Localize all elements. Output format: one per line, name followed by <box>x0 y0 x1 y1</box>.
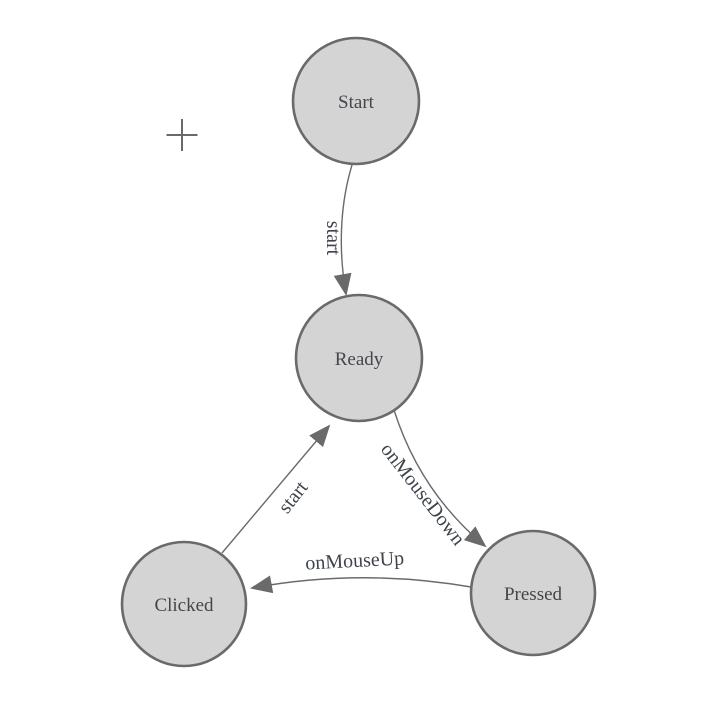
edge-ready-to-pressed[interactable] <box>393 409 487 548</box>
node-start-circle[interactable] <box>291 36 421 166</box>
node-ready-label: Ready <box>335 349 384 370</box>
edge-label-clicked-to-ready[interactable]: start <box>274 477 313 518</box>
node-pressed[interactable]: Pressed <box>469 529 597 657</box>
node-clicked[interactable]: Clicked <box>120 540 248 668</box>
node-ready-circle[interactable] <box>294 293 424 423</box>
edge-clicked-to-ready[interactable] <box>221 424 331 554</box>
node-clicked-circle[interactable] <box>120 540 248 668</box>
node-start[interactable]: Start <box>291 36 421 166</box>
node-start-label: Start <box>338 92 375 113</box>
edge-label-start-to-ready[interactable]: start <box>322 221 344 256</box>
plus-icon <box>166 119 198 151</box>
node-pressed-circle[interactable] <box>469 529 597 657</box>
edge-start-to-ready[interactable] <box>333 164 353 296</box>
edge-label-on-mouse-up[interactable]: onMouseUp <box>305 547 405 574</box>
node-pressed-label: Pressed <box>504 584 563 605</box>
edge-pressed-to-clicked[interactable] <box>250 575 472 594</box>
edge-label-on-mouse-down[interactable]: onMouseDown <box>376 439 469 550</box>
node-clicked-label: Clicked <box>154 595 214 616</box>
node-ready[interactable]: Ready <box>294 293 424 423</box>
